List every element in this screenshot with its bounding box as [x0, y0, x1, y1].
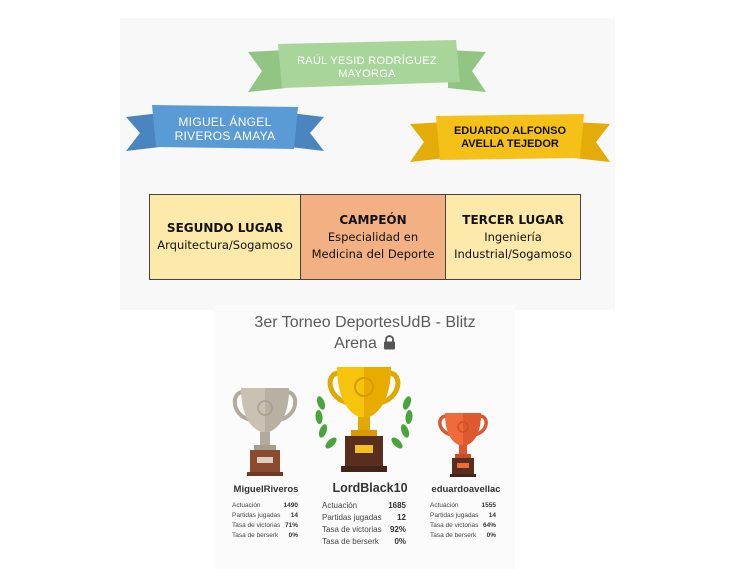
player-stats-champion: Actuación 1685 Partidas jugadas 12 Tasa de…: [322, 500, 406, 548]
tournament-title-line1: 3er Torneo DeportesUdB - Blitz: [254, 314, 476, 331]
stat-label: Actuación: [322, 501, 358, 510]
stat-label: Partidas jugadas: [430, 512, 479, 519]
banner-second: MIGUEL ÁNGEL RIVEROS AMAYA: [126, 103, 324, 155]
stat-label: Tasa de victorias: [232, 522, 281, 529]
lock-icon: [383, 335, 396, 356]
bronze-trophy-icon: [438, 413, 488, 477]
laurel-left-icon: [315, 396, 337, 449]
player-name-champion[interactable]: LordBlack10: [332, 481, 408, 495]
third-place-team-line1: Ingeniería: [484, 230, 542, 245]
second-place-title: SEGUNDO LUGAR: [166, 220, 284, 235]
stat-row: Tasa de victorias 92%: [322, 524, 406, 536]
stat-label: Tasa de berserk: [232, 532, 279, 539]
third-place-team-line2: Industrial/Sogamoso: [454, 246, 572, 261]
stat-value: 0%: [486, 532, 496, 539]
stat-label: Tasa de berserk: [430, 532, 477, 539]
laurel-right-icon: [391, 396, 413, 449]
ribbon-banner-green: [248, 40, 486, 92]
banner-champion-text: RAÚL YESID RODRÍGUEZ MAYORGA: [297, 54, 437, 80]
third-place-title: TERCER LUGAR: [462, 212, 564, 227]
stat-row: Partidas jugadas 14: [232, 511, 298, 521]
stat-value: 12: [397, 513, 406, 522]
champion-team-line2: Medicina del Deporte: [311, 246, 435, 261]
stat-value: 0%: [394, 537, 406, 546]
second-place-team: Arquitectura/Sogamoso: [157, 238, 293, 253]
stat-value: 1685: [388, 501, 406, 510]
champion-title: CAMPEÓN: [339, 212, 407, 227]
stat-row: Actuación 1555: [430, 501, 496, 511]
stat-row: Partidas jugadas 14: [430, 511, 496, 521]
stat-label: Tasa de victorias: [430, 522, 479, 529]
stat-label: Actuación: [232, 502, 261, 509]
player-name-third[interactable]: eduardoavellac: [431, 484, 501, 495]
ribbon-banner-blue: [126, 105, 324, 151]
silver-trophy-icon: [232, 388, 298, 476]
stat-value: 1490: [283, 502, 298, 509]
podium-table: SEGUNDO LUGAR Arquitectura/Sogamoso CAMP…: [149, 194, 581, 280]
stat-label: Partidas jugadas: [322, 513, 382, 522]
stat-row: Tasa de berserk 0%: [232, 531, 298, 541]
third-place-cell: TERCER LUGAR Ingeniería Industrial/Sogam…: [445, 194, 581, 280]
player-stats-third: Actuación 1555 Partidas jugadas 14 Tasa de…: [430, 501, 496, 541]
banner-second-text: MIGUEL ÁNGEL RIVEROS AMAYA: [174, 114, 276, 143]
stat-label: Partidas jugadas: [232, 512, 281, 519]
stat-value: 92%: [389, 525, 406, 534]
stat-value: 14: [488, 512, 496, 519]
stat-value: 1555: [481, 502, 496, 509]
second-place-cell: SEGUNDO LUGAR Arquitectura/Sogamoso: [149, 194, 301, 280]
ribbon-banner-yellow: [410, 114, 610, 162]
stat-label: Tasa de victorias: [322, 525, 382, 534]
stat-row: Actuación 1685: [322, 500, 406, 512]
stat-value: 0%: [288, 532, 298, 539]
player-name-second[interactable]: MiguelRiveros: [233, 484, 299, 495]
champion-cell: CAMPEÓN Especialidad en Medicina del Dep…: [300, 194, 446, 280]
gold-trophy-icon: [315, 367, 413, 472]
banner-third-text: EDUARDO ALFONSO AVELLA TEJEDOR: [453, 124, 567, 150]
stat-value: 71%: [284, 522, 298, 529]
stat-row: Tasa de berserk 0%: [322, 536, 406, 548]
stat-label: Tasa de berserk: [322, 537, 379, 546]
champion-team-line1: Especialidad en: [327, 230, 419, 245]
player-stats-second: Actuación 1490 Partidas jugadas 14 Tasa de…: [232, 501, 298, 541]
stat-row: Partidas jugadas 12: [322, 512, 406, 524]
stat-value: 64%: [482, 522, 496, 529]
stat-row: Actuación 1490: [232, 501, 298, 511]
stat-value: 14: [290, 512, 298, 519]
tournament-title-line2: Arena: [334, 335, 377, 352]
banner-third: EDUARDO ALFONSO AVELLA TEJEDOR: [410, 112, 610, 164]
tournament-title: 3er Torneo DeportesUdB - Blitz Arena: [215, 312, 515, 356]
banner-champion: RAÚL YESID RODRÍGUEZ MAYORGA: [248, 38, 486, 98]
stat-label: Actuación: [430, 502, 459, 509]
stat-row: Tasa de berserk 0%: [430, 531, 496, 541]
